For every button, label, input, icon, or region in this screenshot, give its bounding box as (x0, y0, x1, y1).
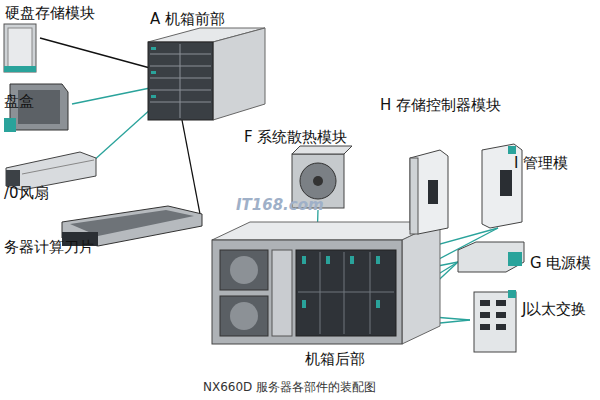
part-label: 务器计算刀片 (4, 238, 94, 256)
figure-caption: NX660D 服务器各部件的装配图 (203, 378, 376, 396)
part-label: /0风扇 (4, 184, 49, 202)
part-label: H 存储控制器模块 (380, 96, 501, 114)
part-label: I 管理模 (514, 154, 568, 172)
part-label: A 机箱前部 (150, 10, 225, 28)
part-label: G 电源模 (530, 254, 591, 272)
part-label: 盘盒 (4, 92, 34, 110)
part-label: F 系统散热模块 (244, 128, 347, 146)
part-label: 机箱后部 (305, 350, 365, 368)
watermark: IT168.com (236, 196, 324, 214)
part-label: 硬盘存储模块 (5, 4, 95, 22)
part-label: J以太交换 (522, 300, 586, 318)
